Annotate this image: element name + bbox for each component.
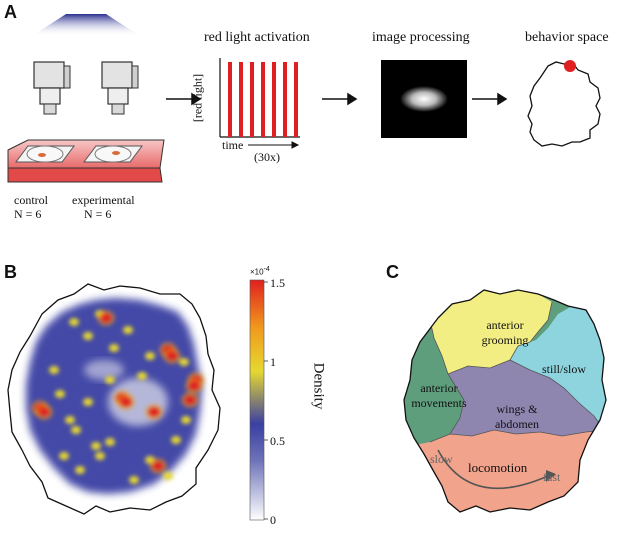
density-hotspot — [129, 476, 139, 484]
density-hotspot — [75, 466, 85, 474]
arrow-icon-1 — [166, 92, 202, 106]
density-hotspot — [179, 358, 189, 366]
region-wings-abdomen — [448, 360, 604, 436]
colorbar-tick-1: 1.5 — [270, 276, 285, 290]
density-hotspot — [59, 452, 69, 460]
arena-tray — [7, 139, 165, 183]
region-anterior-grooming — [430, 290, 552, 374]
step-title-activation: red light activation — [204, 30, 310, 45]
panel-a-illustration — [7, 14, 601, 183]
density-hotspot — [188, 381, 200, 391]
fly-silhouette-icon — [400, 86, 448, 112]
density-hotspot — [95, 452, 105, 460]
pulse-plot-ylabel: [red light] — [190, 73, 205, 123]
camera-icon-control — [33, 61, 71, 115]
light-pulse — [272, 62, 276, 137]
density-hotspot — [184, 395, 196, 405]
density-hotspot — [100, 313, 112, 323]
density-hotspot — [120, 397, 132, 407]
experimental-label: experimental — [72, 193, 135, 207]
density-hotspot — [145, 352, 155, 360]
density-hotspot — [137, 372, 147, 380]
density-hotspot — [105, 438, 115, 446]
light-pulse — [228, 62, 232, 137]
light-pulses — [228, 62, 298, 137]
colorbar-tick-2: 1 — [270, 355, 276, 369]
panel-a-letter: A — [4, 2, 17, 22]
label-anterior-grooming: anterior grooming — [481, 318, 529, 347]
density-hotspot — [163, 472, 173, 480]
colorbar — [249, 279, 268, 521]
colorbar-tick-3: 0.5 — [270, 434, 285, 448]
region-map-outline — [403, 289, 607, 513]
light-pulse — [250, 62, 254, 137]
density-hotspot — [123, 326, 133, 334]
density-hotspot — [69, 318, 79, 326]
label-anterior-movements: anterior movements — [411, 381, 467, 410]
density-hotspot — [49, 366, 59, 374]
behavior-point-icon — [564, 60, 576, 72]
density-hotspot — [148, 407, 160, 417]
behavior-space-outline — [527, 61, 601, 147]
colorbar-exponent: ×10-4 — [250, 266, 270, 277]
panel-b-letter: B — [4, 262, 17, 282]
density-hotspot — [38, 407, 50, 417]
light-pulse — [239, 62, 243, 137]
density-hotspot — [109, 344, 119, 352]
label-slow: slow — [430, 452, 453, 466]
light-source-icon — [32, 14, 140, 36]
density-hotspot — [55, 390, 65, 398]
density-hotspot — [91, 442, 101, 450]
density-hotspot — [83, 332, 93, 340]
label-wings-abdomen: wings & abdomen — [495, 402, 539, 431]
colorbar-label: Density — [310, 362, 327, 410]
label-locomotion: locomotion — [468, 460, 528, 475]
density-hotspot — [181, 416, 191, 424]
pulse-plot-xlabel: time — [222, 138, 244, 152]
step-title-behavior-space: behavior space — [525, 30, 609, 45]
colorbar-tick-4: 0 — [270, 513, 276, 527]
label-fast: fast — [543, 470, 561, 484]
density-hotspot — [83, 398, 93, 406]
arrow-icon-2 — [322, 92, 358, 106]
light-pulse — [294, 62, 298, 137]
behavior-regions-map — [403, 289, 607, 513]
colorbar-gradient — [249, 279, 265, 521]
label-still-slow: still/slow — [542, 362, 587, 376]
density-hotspot — [152, 461, 164, 471]
pulse-repeat-label: (30x) — [254, 150, 280, 164]
experimental-n: N = 6 — [84, 207, 112, 221]
density-hotspot — [65, 416, 75, 424]
arrow-icon-3 — [472, 92, 508, 106]
region-still-slow — [510, 300, 606, 430]
time-arrow — [248, 141, 300, 149]
step-title-processing: image processing — [372, 30, 470, 45]
density-hotspot — [166, 351, 178, 361]
density-hotspot — [71, 426, 81, 434]
speed-arrow — [437, 449, 549, 490]
density-map — [7, 283, 221, 515]
panel-c-letter: C — [386, 262, 399, 282]
speed-arrow-head-icon — [546, 470, 556, 482]
density-hotspots — [31, 310, 205, 484]
control-n: N = 6 — [14, 207, 42, 221]
density-hotspot — [105, 376, 115, 384]
light-pulse — [261, 62, 265, 137]
camera-icon-experimental — [101, 61, 139, 115]
density-hotspot — [171, 436, 181, 444]
light-pulse — [283, 62, 287, 137]
control-label: control — [14, 193, 48, 207]
region-locomotion — [404, 430, 606, 512]
